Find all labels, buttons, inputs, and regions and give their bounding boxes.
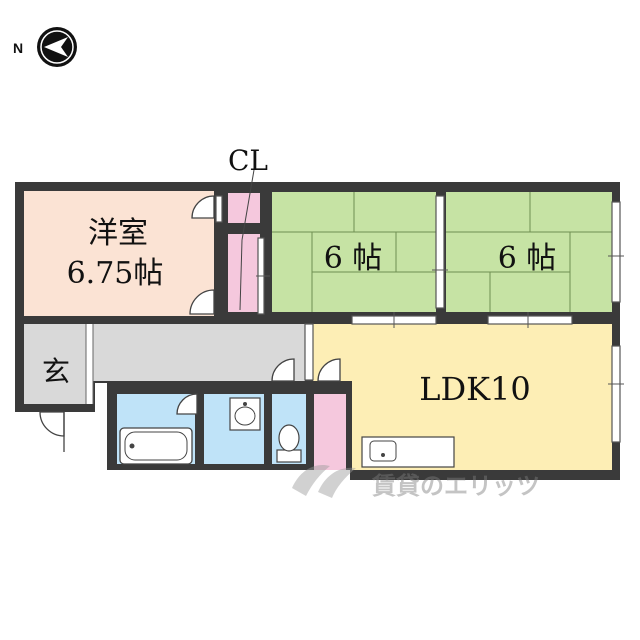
tatami-mat-lines	[272, 192, 612, 312]
swing-doors	[39, 195, 341, 452]
closet-label: CL	[228, 144, 268, 177]
storage-closet	[314, 394, 346, 470]
watermark-text: 賃貸のエリッツ	[371, 472, 540, 500]
bathtub-icon	[119, 427, 193, 465]
closet-upper	[228, 193, 260, 223]
western-room	[24, 191, 214, 316]
tatami-room-2-label: 6 帖	[498, 241, 557, 276]
entrance	[24, 324, 86, 404]
western-room-size: 6.75帖	[67, 256, 164, 291]
north-label: N	[13, 40, 23, 56]
compass-north-arrow-icon	[37, 27, 77, 67]
entrance-label: 玄	[42, 355, 70, 388]
closet-lines	[239, 169, 255, 311]
ldk-label: LDK10	[419, 370, 531, 408]
closet-lower	[228, 234, 260, 312]
watermark-logo: 賃貸のエリッツ	[292, 464, 540, 500]
hall-divider	[86, 324, 93, 404]
tatami-room-2	[446, 192, 612, 312]
window-ticks	[256, 255, 624, 385]
washbasin-icon	[229, 397, 261, 431]
western-room-name: 洋室	[88, 216, 148, 251]
hallway	[93, 324, 305, 381]
kitchen-counter-icon	[361, 436, 455, 468]
tatami-room-1-label: 6 帖	[324, 241, 383, 276]
toilet-icon	[276, 424, 302, 463]
